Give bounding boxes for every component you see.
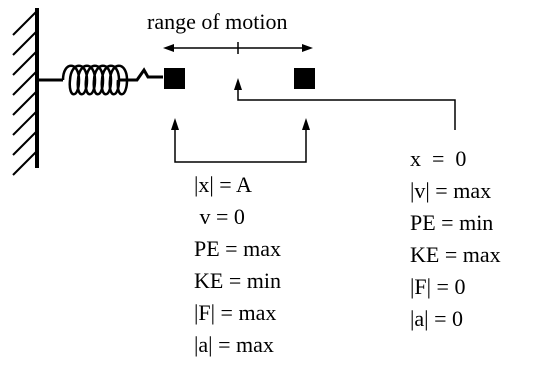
equilibrium-arrowhead (234, 78, 242, 90)
spring-lead-right (118, 67, 163, 82)
extreme-velocity: v = 0 (194, 204, 245, 229)
spring-coil (61, 64, 129, 96)
range-arrowhead-right (302, 44, 313, 52)
equilibrium-leader (237, 86, 456, 130)
extreme-bracket (174, 126, 307, 163)
equilibrium-kinetic-energy: KE = max (410, 242, 501, 267)
extreme-potential-energy: PE = max (194, 236, 281, 261)
extreme-force: |F| = max (194, 300, 277, 325)
range-arrowhead-left (163, 44, 174, 52)
mass-left-position (164, 68, 185, 89)
equilibrium-velocity: |v| = max (410, 178, 492, 203)
spring (37, 64, 163, 96)
equilibrium-pointer (234, 78, 456, 130)
equilibrium-displacement: x = 0 (410, 146, 467, 171)
range-of-motion-label: range of motion (147, 9, 288, 34)
extreme-pointer (171, 118, 310, 163)
extreme-kinetic-energy: KE = min (194, 268, 281, 293)
mass-right-position (294, 68, 315, 89)
equilibrium-force: |F| = 0 (410, 274, 466, 299)
extreme-acceleration: |a| = max (194, 332, 274, 357)
equilibrium-acceleration: |a| = 0 (410, 306, 463, 331)
extreme-arrowhead-left (171, 118, 179, 130)
wall (12, 8, 39, 176)
extreme-arrowhead-right (302, 118, 310, 130)
range-of-motion-arrow (163, 42, 313, 54)
equilibrium-potential-energy: PE = min (410, 210, 494, 235)
wall-hatching (12, 10, 38, 176)
extreme-displacement: |x| = A (194, 172, 252, 197)
